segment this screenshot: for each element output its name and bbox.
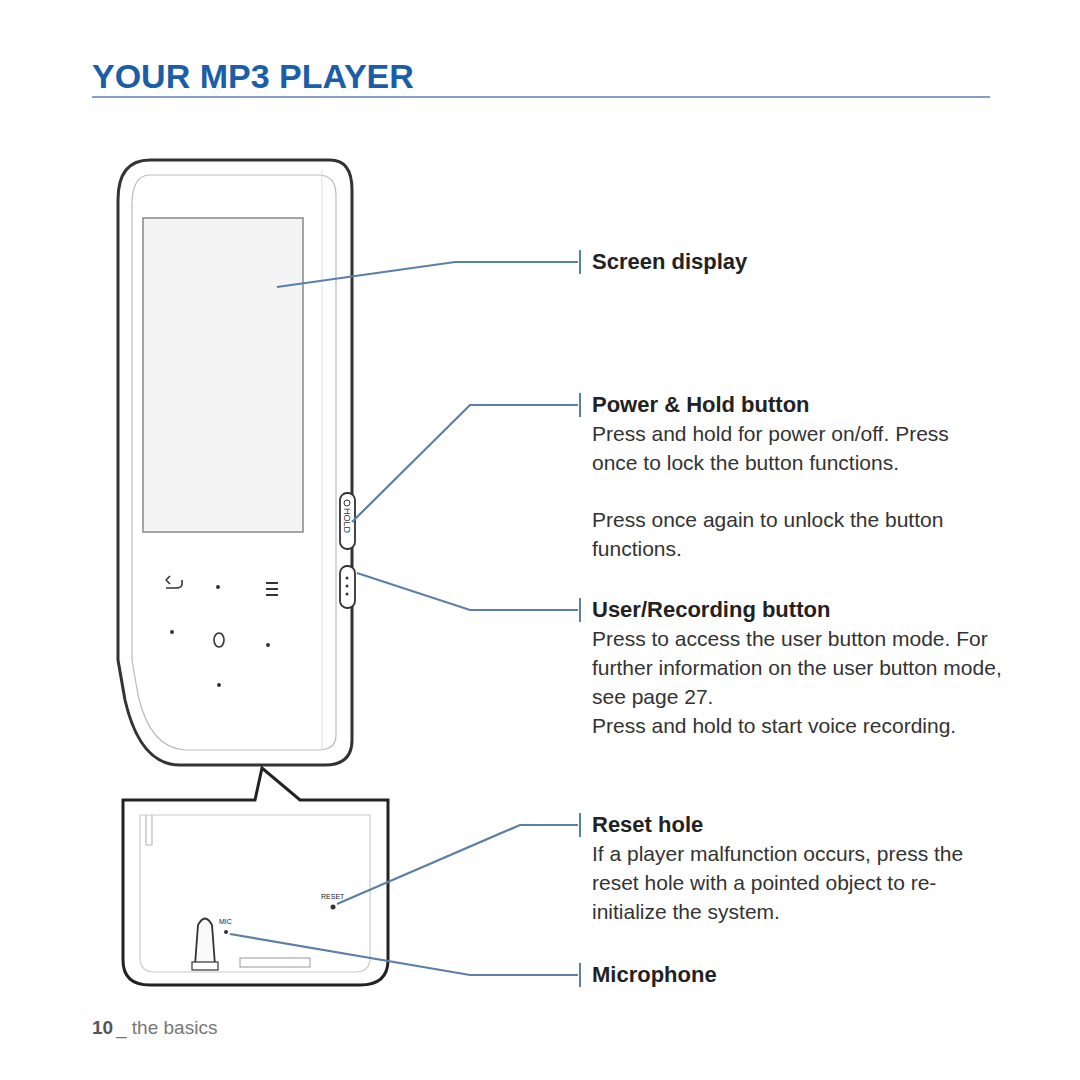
part-name: Reset hole — [592, 810, 703, 839]
section-name: _ the basics — [116, 1015, 217, 1040]
part-description: Press and hold for power on/off. Press o… — [592, 419, 964, 477]
port-marking: MIC — [219, 918, 232, 926]
part-description: Press once again to unlock the button fu… — [592, 505, 964, 563]
button-marking: HOLD — [342, 508, 352, 533]
port-marking: RESET — [321, 893, 344, 901]
page-title: YOUR MP3 PLAYER — [92, 56, 414, 96]
part-name: Microphone — [592, 960, 717, 989]
part-name: User/Recording button — [592, 595, 830, 624]
part-name: Screen display — [592, 247, 747, 276]
page-number: 10 — [92, 1015, 113, 1040]
part-description: Press and hold to start voice recording. — [592, 711, 964, 740]
part-description: If a player malfunction occurs, press th… — [592, 839, 992, 926]
part-description: Press to access the user button mode. Fo… — [592, 624, 1017, 711]
part-name: Power & Hold button — [592, 390, 810, 419]
